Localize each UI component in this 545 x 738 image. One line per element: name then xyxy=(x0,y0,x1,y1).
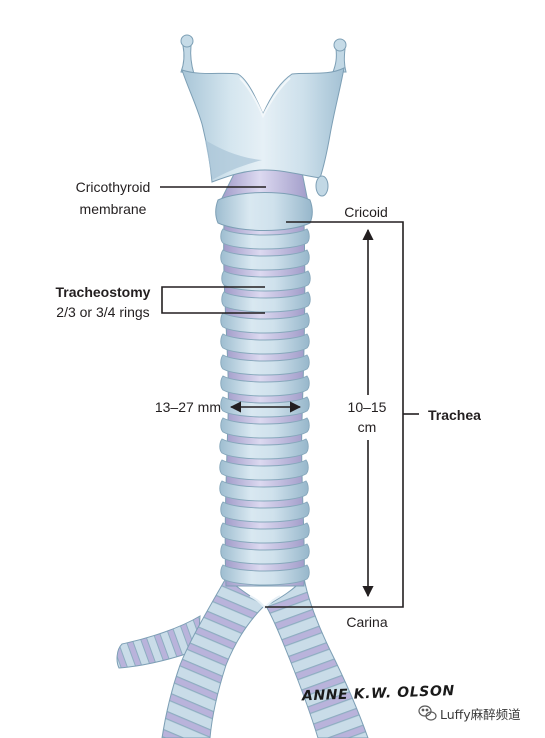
cricoid-label: Cricoid xyxy=(344,204,388,220)
length-label-line2: cm xyxy=(358,419,377,435)
right-main-bronchus xyxy=(265,576,369,738)
inferior-horn xyxy=(315,175,329,197)
wechat-icon xyxy=(418,705,437,721)
trachea-label: Trachea xyxy=(428,407,481,423)
right-superior-horn xyxy=(332,48,347,73)
cricothyroid-label-line2: membrane xyxy=(80,201,147,217)
artist-signature: ANNE K.W. OLSON xyxy=(301,683,455,704)
cricothyroid-label-line1: Cricothyroid xyxy=(76,179,151,195)
cricoid-cartilage xyxy=(215,192,313,231)
tracheostomy-bracket xyxy=(161,286,265,314)
left-horn-tip xyxy=(180,34,194,48)
thyroid-notch-highlight xyxy=(239,77,291,119)
tracheostomy-title: Tracheostomy xyxy=(56,284,151,300)
diameter-label: 13–27 mm xyxy=(155,399,221,415)
thyroid-lower-shading xyxy=(205,140,262,180)
tracheostomy-detail: 2/3 or 3/4 rings xyxy=(56,304,149,320)
thyroid-cartilage xyxy=(181,67,345,183)
watermark-text: Luffy麻醉频道 xyxy=(440,707,521,722)
right-horn-tip xyxy=(333,38,347,52)
length-label-line1: 10–15 xyxy=(348,399,387,415)
left-main-bronchus xyxy=(161,577,265,738)
left-upper-lobe-bronchus xyxy=(116,615,201,669)
watermark: Luffy麻醉频道 xyxy=(418,705,521,722)
carina-label: Carina xyxy=(346,614,387,630)
carina-ridge xyxy=(249,595,281,610)
